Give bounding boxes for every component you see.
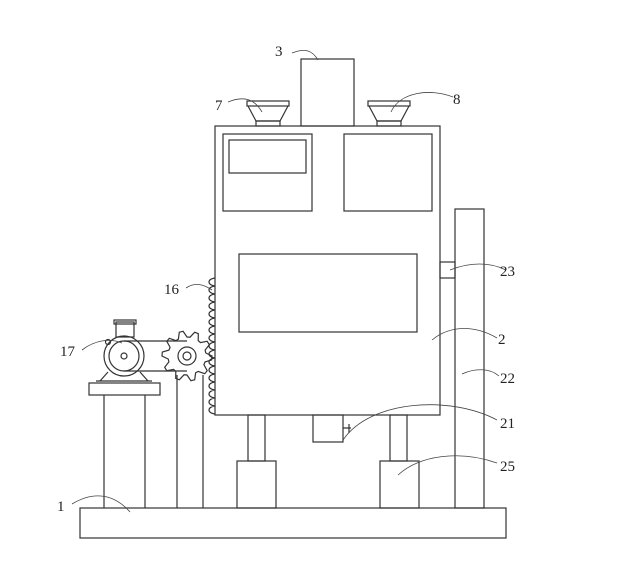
gear bbox=[161, 330, 213, 382]
gear-axle bbox=[182, 351, 192, 361]
right-funnel bbox=[367, 100, 411, 127]
side-pillar bbox=[454, 208, 485, 509]
right-leg bbox=[389, 414, 408, 462]
label-22: 22 bbox=[500, 371, 515, 387]
motor bbox=[96, 319, 152, 382]
label-7: 7 bbox=[215, 98, 223, 114]
valve bbox=[343, 424, 351, 433]
top-left-window bbox=[222, 133, 313, 212]
label-25: 25 bbox=[500, 459, 515, 475]
top-right-window bbox=[343, 133, 433, 212]
connector bbox=[439, 261, 456, 279]
top-box bbox=[300, 58, 355, 127]
left-funnel bbox=[246, 100, 290, 127]
display-panel bbox=[228, 139, 307, 174]
base-plate bbox=[79, 507, 507, 539]
label-21: 21 bbox=[500, 416, 515, 432]
label-8: 8 bbox=[453, 92, 461, 108]
middle-window bbox=[238, 253, 418, 333]
left-foot bbox=[236, 460, 277, 509]
motor-platform bbox=[88, 382, 161, 396]
gear-hub bbox=[177, 346, 197, 366]
label-3: 3 bbox=[275, 44, 283, 60]
label-16: 16 bbox=[164, 282, 180, 298]
label-1: 1 bbox=[57, 499, 65, 515]
support-posts bbox=[103, 375, 204, 508]
right-foot bbox=[379, 460, 420, 509]
label-2: 2 bbox=[498, 332, 506, 348]
left-leg bbox=[247, 414, 266, 462]
label-17: 17 bbox=[60, 344, 76, 360]
belt bbox=[124, 340, 187, 372]
label-23: 23 bbox=[500, 264, 515, 280]
main-body bbox=[214, 125, 441, 416]
rack-teeth bbox=[208, 277, 216, 415]
outlet-box bbox=[312, 414, 344, 443]
